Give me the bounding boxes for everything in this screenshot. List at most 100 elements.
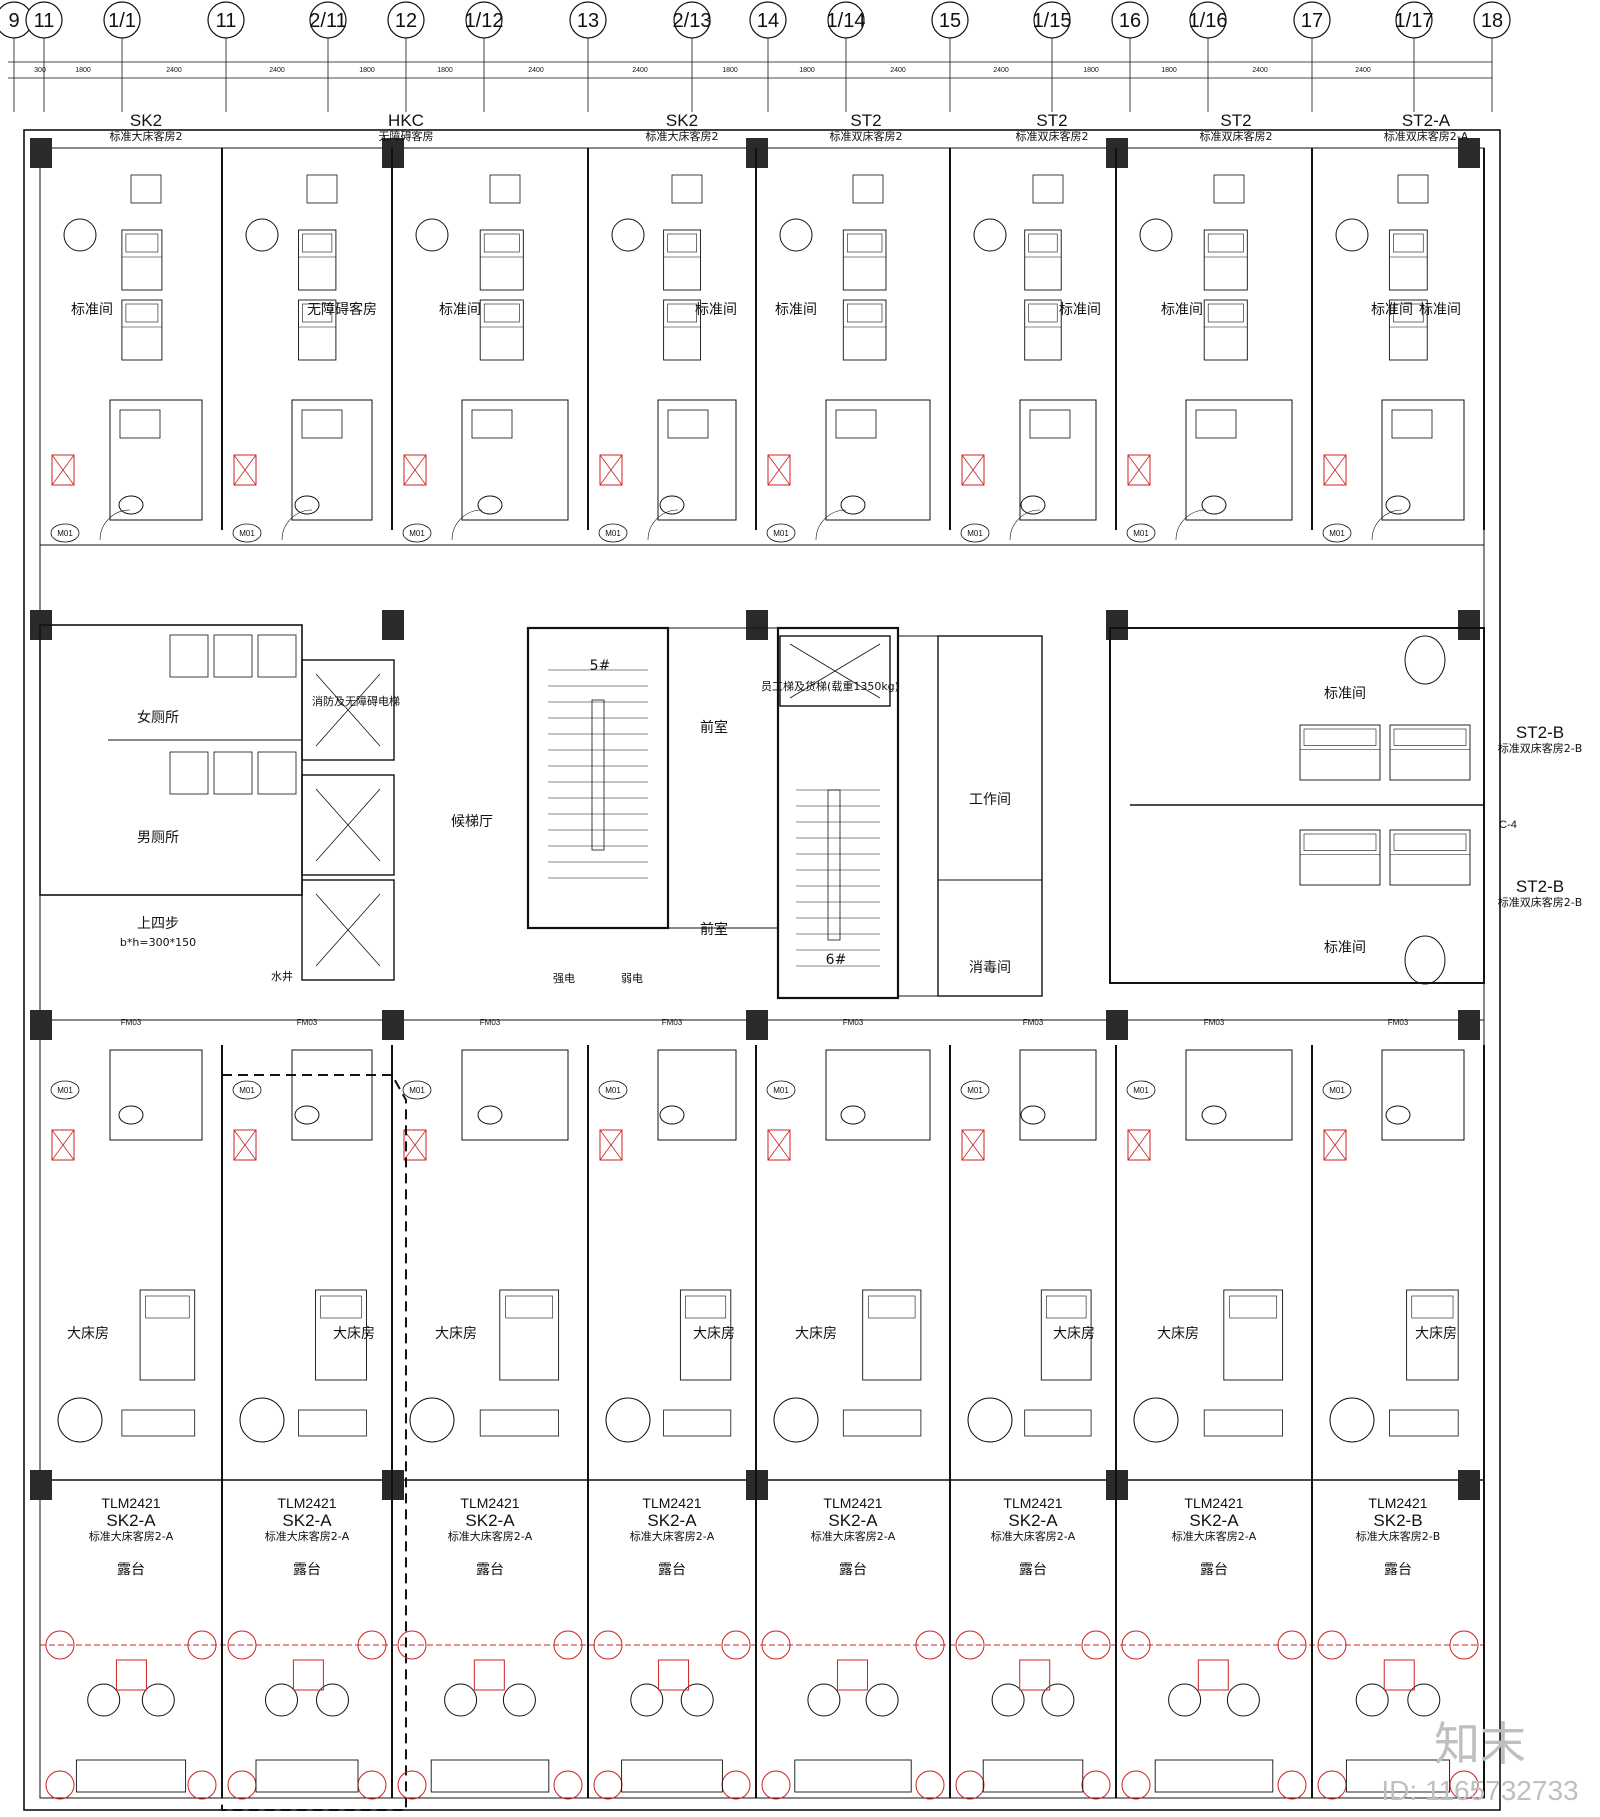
armchair xyxy=(1032,174,1064,204)
toilet xyxy=(1201,1105,1227,1125)
basin xyxy=(119,409,161,439)
bed xyxy=(663,299,702,361)
fan-symbol xyxy=(915,1630,945,1660)
axis-label: 2/13 xyxy=(673,10,712,32)
room-name: 标准大床客房2-A xyxy=(811,1529,896,1543)
round-table xyxy=(1404,635,1446,685)
room-label: 标准间 xyxy=(695,302,737,318)
bed xyxy=(862,1289,922,1381)
wc-stall xyxy=(169,751,209,795)
room-name: 标准大床客房2-A xyxy=(630,1529,715,1543)
fan-symbol xyxy=(187,1770,217,1800)
room-name: 标准大床客房2-A xyxy=(448,1529,533,1543)
room-name: 标准双床客房2 xyxy=(1016,129,1089,143)
pillow xyxy=(483,303,520,323)
axis-label: 13 xyxy=(577,10,599,32)
room-name: 标准大床客房2 xyxy=(110,129,183,143)
toilet xyxy=(477,495,503,515)
pillow xyxy=(1303,833,1377,851)
door-tag xyxy=(232,523,262,543)
bed xyxy=(315,1289,367,1381)
structure xyxy=(23,129,1501,1811)
axis-label: 18 xyxy=(1481,10,1503,32)
round-table xyxy=(409,1397,455,1443)
bed xyxy=(1388,229,1428,291)
terrace-label: 露台 xyxy=(1019,1562,1047,1578)
bed xyxy=(679,1289,732,1381)
door-tag-text: FM03 xyxy=(843,1018,864,1027)
wardrobe-mark xyxy=(1323,1129,1347,1161)
wardrobe-x xyxy=(599,1129,623,1161)
bathroom xyxy=(1185,1049,1293,1141)
door-tag xyxy=(598,1080,628,1100)
sofa xyxy=(982,1759,1084,1793)
pillow xyxy=(846,303,883,323)
pillow xyxy=(125,233,159,253)
core-label: 消毒间 xyxy=(969,960,1011,976)
terrace-table xyxy=(502,1683,536,1717)
labels: SK2标准大床客房2HKC无障碍客房SK2标准大床客房2ST2标准双床客房2ST… xyxy=(67,111,1582,1578)
desk xyxy=(663,1409,732,1437)
room-name: 标准大床客房2-A xyxy=(1172,1529,1257,1543)
wardrobe-mark xyxy=(961,1129,985,1161)
room-label: 大床房 xyxy=(1053,1326,1095,1342)
axis-label: 1/15 xyxy=(1033,10,1072,32)
door-tag-text: M01 xyxy=(57,529,73,538)
staff-elevator xyxy=(779,635,891,707)
room-code: ST2-B xyxy=(1516,723,1564,742)
door-tag xyxy=(766,1080,796,1100)
round-table xyxy=(1133,1397,1179,1443)
pillow xyxy=(1229,1295,1278,1319)
round-table xyxy=(967,1397,1013,1443)
door-tag xyxy=(402,1080,432,1100)
round-table xyxy=(1404,935,1446,985)
terrace-label: 露台 xyxy=(1200,1562,1228,1578)
axis-label: 17 xyxy=(1301,10,1323,32)
terrace-table xyxy=(865,1683,899,1717)
axis-label: 11 xyxy=(216,10,237,32)
door-swing xyxy=(281,509,313,541)
bathroom xyxy=(291,1049,373,1141)
desk xyxy=(121,1409,196,1437)
round-table xyxy=(1329,1397,1375,1443)
wardrobe-x xyxy=(599,454,623,486)
bathroom xyxy=(1381,399,1465,521)
round-table xyxy=(245,218,279,252)
elevator-shaft xyxy=(301,774,395,876)
core-label: 男厕所 xyxy=(137,830,179,846)
room-code: SK2 xyxy=(130,111,162,130)
axis-label: 15 xyxy=(939,10,961,32)
terrace-table xyxy=(316,1683,349,1717)
column xyxy=(1106,1010,1128,1040)
room-name: 标准双床客房2-B xyxy=(1498,741,1583,755)
fan-symbol xyxy=(553,1630,583,1660)
fan-symbol xyxy=(1277,1770,1307,1800)
desk xyxy=(842,1409,922,1437)
window-tag: TLM2421 xyxy=(823,1495,882,1511)
window-tag: TLM2421 xyxy=(277,1495,336,1511)
anteroom xyxy=(667,627,779,929)
bathroom xyxy=(109,399,203,521)
axis-label: 11 xyxy=(34,10,55,32)
bed xyxy=(121,229,163,291)
fan-symbol xyxy=(1121,1770,1151,1800)
door-tag-text: M01 xyxy=(1133,529,1149,538)
sofa xyxy=(621,1759,723,1793)
fan-symbol xyxy=(187,1630,217,1660)
core-label: 5# xyxy=(590,658,611,674)
toilet xyxy=(294,495,320,515)
fan-symbol xyxy=(1121,1630,1151,1660)
bed xyxy=(1389,724,1471,781)
round-table xyxy=(779,218,813,252)
fan-symbol xyxy=(397,1630,427,1660)
toilet xyxy=(840,1105,866,1125)
armchair xyxy=(671,174,703,204)
wc-stall xyxy=(257,751,297,795)
bathroom xyxy=(657,1049,737,1141)
door-tag-text: M01 xyxy=(1329,1086,1345,1095)
dimension-value: 2400 xyxy=(632,67,648,74)
bed xyxy=(1389,829,1471,886)
wardrobe-x xyxy=(961,454,985,486)
window-tag: TLM2421 xyxy=(460,1495,519,1511)
